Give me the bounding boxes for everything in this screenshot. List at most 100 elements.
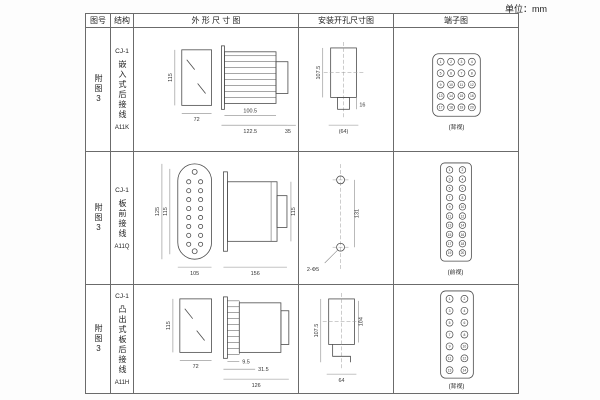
terminal-pin	[468, 92, 476, 100]
mount-type-label: 板前接线	[118, 198, 127, 239]
header-fig-no: 图号	[86, 14, 111, 28]
terminal-pin	[460, 295, 469, 303]
install-drawing-cell-a11q: 131 2-Φ5	[299, 152, 394, 285]
model-code-label: A11K	[114, 125, 130, 131]
front-view-flange	[177, 163, 212, 260]
terminal-block-outline	[432, 53, 481, 117]
fins	[227, 300, 240, 355]
side-view-tail	[275, 61, 289, 94]
terminal-pin-number: 4	[462, 177, 464, 181]
fig-no-label: 附图3	[94, 74, 103, 105]
terminal-pin	[436, 69, 445, 77]
side-view-flange	[223, 296, 228, 359]
terminal-pin	[457, 57, 466, 66]
terminal-pin-number: 7	[449, 196, 451, 200]
terminal-pin	[445, 212, 454, 220]
dim-label: 115	[291, 207, 297, 216]
terminal-pin	[445, 166, 454, 174]
terminal-pin-number: 7	[449, 333, 451, 337]
terminal-pin-number: 5	[449, 321, 451, 325]
outline-drawing-a11k: 115 72 100.5 122.5 35	[168, 45, 296, 135]
terminal-pin	[458, 166, 467, 174]
install-drawing-a11h: 107.5 104 64	[314, 292, 364, 384]
header-terminal-diagram: 端子图	[394, 14, 519, 28]
terminal-pin-number: 2	[463, 297, 465, 301]
side-view-tail	[280, 310, 290, 345]
fig-no-label: 附图3	[94, 323, 103, 355]
dim-label: 35	[285, 129, 291, 135]
terminal-pin	[460, 366, 469, 375]
terminal-pin-number: 19	[460, 106, 464, 110]
terminal-pin	[460, 330, 469, 339]
terminal-pin	[460, 342, 469, 351]
dim-label: 72	[194, 117, 200, 123]
dim-label: 156	[251, 271, 260, 277]
terminal-pin-number: 6	[463, 321, 465, 325]
terminal-pin	[447, 69, 455, 77]
terminal-pin-number: 12	[463, 357, 467, 361]
terminal-pin	[445, 342, 454, 351]
structure-cell-row3: CJ-1 凸出式板后接线 A11H	[111, 285, 134, 394]
terminal-pin-number: 18	[461, 242, 465, 246]
terminal-pin	[460, 306, 469, 315]
terminal-pin-number: 7	[461, 71, 463, 75]
terminal-pin-number: 1	[440, 60, 442, 64]
side-view-tail	[276, 195, 288, 228]
dim-label: 100.5	[243, 108, 257, 114]
structure-cell-row2: CJ-1 板前接线 A11Q	[111, 152, 134, 285]
install-drawing-a11k: 107.5 16 (64)	[316, 42, 365, 135]
terminal-pin-number: 20	[461, 251, 465, 255]
terminal-pin	[468, 57, 476, 66]
terminal-pin-number: 10	[461, 205, 465, 209]
install-drawing-cell-a11k: 107.5 16 (64)	[299, 28, 394, 152]
fig-no-cell-row2: 附图3	[86, 152, 111, 285]
model-label: CJ-1	[115, 48, 129, 55]
model-code-label: A11Q	[114, 243, 130, 250]
terminal-pin-number: 17	[448, 242, 452, 246]
mount-hole	[336, 175, 345, 185]
model-label: CJ-1	[115, 186, 129, 194]
dim-label: 115	[166, 321, 172, 330]
terminal-pin-number: 1	[449, 297, 451, 301]
header-structure: 结构	[111, 14, 134, 28]
dim-label: 105	[190, 271, 199, 277]
terminal-pin-number: 11	[448, 357, 452, 361]
terminal-pin-number: 20	[470, 106, 474, 110]
terminal-pin-number: 14	[461, 224, 465, 228]
structure-cell-row1: CJ-1 嵌入式后接线 A11K	[111, 28, 134, 152]
terminal-pin-number: 9	[449, 345, 451, 349]
terminal-pin	[445, 240, 454, 248]
terminal-pin	[458, 203, 467, 211]
terminal-screws	[186, 179, 204, 247]
mount-type-label: 嵌入式后接线	[118, 60, 127, 120]
terminal-pin-number: 12	[461, 214, 465, 218]
terminal-pin	[458, 184, 467, 192]
terminal-pin	[447, 80, 455, 89]
dim-label: 72	[193, 364, 199, 370]
dim-label: 131	[354, 209, 360, 218]
terminal-pin	[445, 354, 454, 363]
outline-drawing-a11h: 115 72 9.5 31.5 126	[166, 296, 290, 389]
terminal-pin	[447, 92, 455, 100]
model-label: CJ-1	[115, 292, 129, 300]
terminal-pin	[458, 249, 467, 257]
terminal-pin	[445, 306, 454, 315]
terminal-pin	[468, 69, 476, 77]
view-label: (背视)	[449, 382, 465, 390]
terminal-pin	[457, 103, 466, 112]
terminal-pin	[460, 318, 469, 327]
terminal-pin	[458, 193, 467, 202]
side-view-flange	[221, 45, 225, 110]
header-outline-dims: 外 形 尺 寸 图	[134, 14, 299, 28]
terminal-pin	[445, 203, 454, 211]
outline-drawing-cell-a11q: 125 115 105 156 115	[134, 152, 299, 285]
dim-label: 16	[359, 102, 365, 108]
terminal-pin	[445, 221, 454, 229]
fig-no-cell-row3: 附图3	[86, 285, 111, 394]
terminal-pin	[445, 318, 454, 327]
terminal-pin-number: 12	[470, 83, 474, 87]
terminal-pin	[458, 175, 467, 183]
